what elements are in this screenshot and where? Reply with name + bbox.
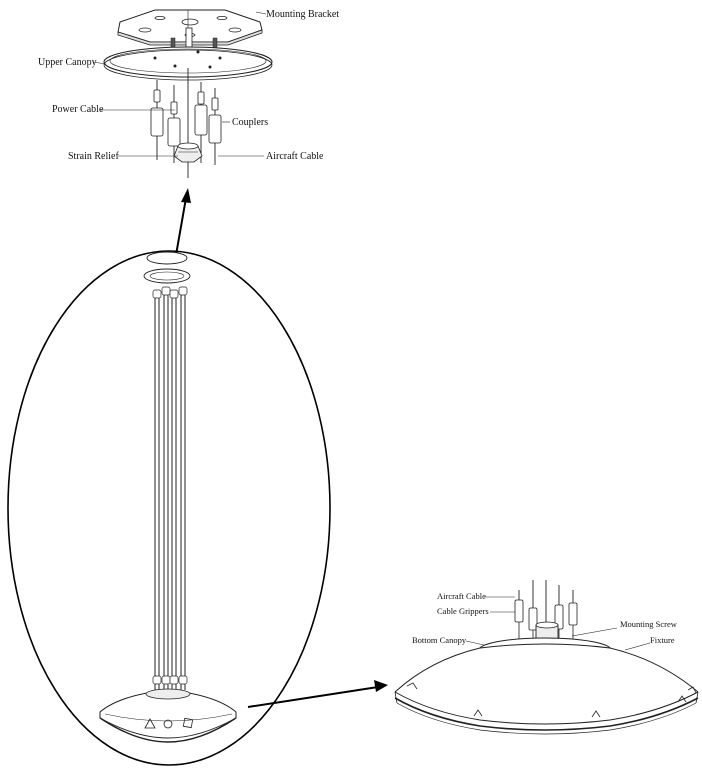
- fixture-base-small: [99, 688, 237, 743]
- cable-grippers: [514, 599, 578, 648]
- label-aircraft-cable-lower: Aircraft Cable: [437, 591, 486, 601]
- label-fixture: Fixture: [650, 635, 675, 645]
- arrow-to-upper-detail: [175, 188, 191, 256]
- mounting-bracket: [117, 9, 263, 46]
- label-couplers: Couplers: [232, 117, 268, 128]
- upper-canopy: [103, 46, 273, 81]
- label-power-cable: Power Cable: [52, 104, 104, 115]
- arrow-to-lower-detail: [247, 680, 388, 708]
- lower-detail: Aircraft Cable Cable Grippers Mounting S…: [394, 580, 699, 735]
- couplers: [150, 89, 222, 147]
- label-strain-relief: Strain Relief: [68, 151, 119, 162]
- strain-relief: [173, 142, 203, 163]
- label-aircraft-cable-upper: Aircraft Cable: [266, 151, 324, 162]
- assembly-oval-outline: [7, 250, 331, 766]
- label-bottom-canopy: Bottom Canopy: [412, 635, 467, 645]
- long-cables: [154, 292, 186, 690]
- full-assembly-view: [7, 250, 331, 766]
- label-mounting-screw: Mounting Screw: [620, 619, 678, 629]
- upper-detail: Mounting Bracket Upper Canopy Power Cabl…: [38, 9, 339, 178]
- label-mounting-bracket: Mounting Bracket: [266, 9, 339, 20]
- label-cable-grippers: Cable Grippers: [437, 606, 489, 616]
- fixture-dome: [394, 643, 699, 735]
- label-upper-canopy: Upper Canopy: [38, 57, 97, 68]
